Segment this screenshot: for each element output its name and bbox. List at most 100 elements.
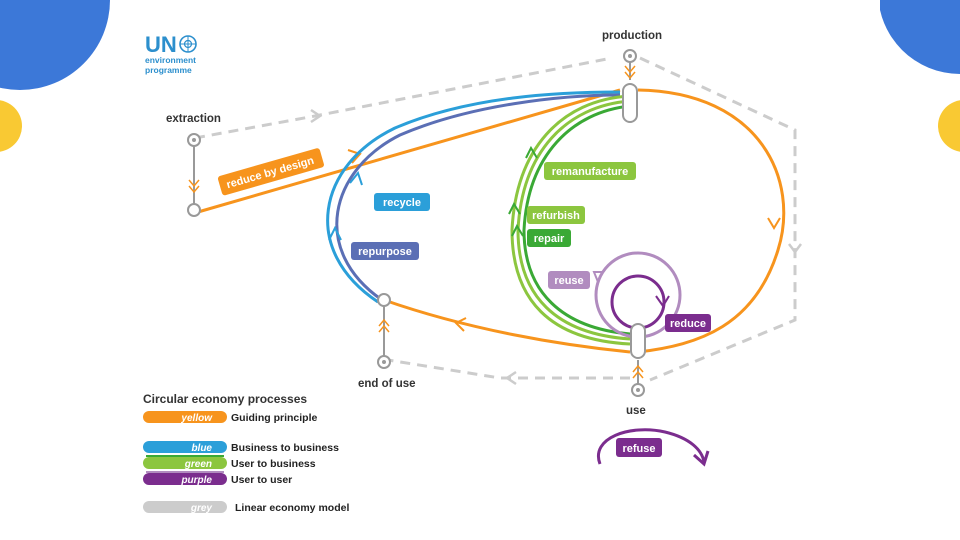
legend-desc: Guiding principle bbox=[231, 412, 317, 424]
legend-desc: User to business bbox=[231, 458, 316, 470]
badge-reuse-text: reuse bbox=[554, 275, 583, 287]
legend-item-purple: purple User to user bbox=[143, 471, 292, 486]
production-connector bbox=[622, 83, 638, 123]
refuse-arrow-icon bbox=[692, 450, 710, 467]
legend-pill bbox=[143, 501, 227, 513]
label-use: use bbox=[626, 405, 646, 417]
orange-chevron-up-icon bbox=[632, 364, 644, 379]
badge-recycle: recycle bbox=[374, 193, 430, 211]
orange-arrow-icon bbox=[767, 217, 781, 230]
green-arrow-icon bbox=[511, 223, 524, 237]
grey-chevron-icon bbox=[504, 370, 517, 386]
legend-item-green: green User to business bbox=[143, 455, 316, 470]
use-connector bbox=[630, 323, 646, 359]
legend-item-yellow: yellow Guiding principle bbox=[143, 411, 317, 424]
remanufacture-arc bbox=[510, 94, 631, 346]
yellow-half-circle-right bbox=[938, 100, 960, 152]
refuse-arrow bbox=[596, 428, 706, 465]
badge-refuse: refuse bbox=[616, 438, 662, 457]
orange-arrow-icons bbox=[347, 149, 781, 332]
badge-reuse: reuse bbox=[548, 271, 590, 289]
badge-bg bbox=[665, 314, 711, 332]
corner-blue-circle-right bbox=[880, 0, 960, 74]
badge-refuse-text: refuse bbox=[622, 443, 655, 455]
badge-reduce: reduce bbox=[665, 314, 711, 332]
linear-path-extraction-to-production bbox=[194, 56, 613, 140]
badge-repair: repair bbox=[527, 229, 571, 247]
legend-item-blue: blue Business to business bbox=[143, 441, 339, 454]
legend-pill-text: blue bbox=[191, 443, 212, 454]
legend-pill-text: yellow bbox=[180, 413, 213, 424]
blue-arrow-icon bbox=[328, 225, 342, 241]
node-use: use bbox=[626, 323, 646, 417]
grey-chevron-icon bbox=[788, 243, 802, 255]
un-environment-logo: UN environment programme bbox=[145, 32, 197, 75]
legend-pill bbox=[143, 441, 227, 453]
badge-bg bbox=[351, 242, 419, 260]
reduce-loop bbox=[610, 274, 666, 330]
legend-pill-text: grey bbox=[190, 503, 213, 514]
linear-economy-path bbox=[194, 56, 797, 382]
linear-path-production-to-use bbox=[639, 56, 797, 382]
reuse-arrow-icon bbox=[592, 271, 604, 283]
orange-arrow-icon bbox=[347, 149, 362, 164]
orange-arrow-icon bbox=[454, 317, 467, 332]
logo-mark: UN bbox=[145, 32, 177, 57]
badge-bg bbox=[217, 148, 324, 196]
logo-line-programme: programme bbox=[145, 65, 192, 75]
badge-refurbish-text: refurbish bbox=[532, 210, 580, 222]
recycle-arc bbox=[326, 90, 621, 304]
orange-use-to-end-of-use-curve bbox=[383, 298, 631, 354]
legend: Circular economy processes yellow Guidin… bbox=[143, 392, 349, 514]
badge-bg bbox=[548, 271, 590, 289]
legend-pill-text: purple bbox=[180, 475, 212, 486]
corner-decoration-top-right bbox=[880, 0, 960, 74]
node-cap bbox=[377, 293, 391, 307]
legend-pill bbox=[143, 473, 227, 485]
linear-path-use-to-end-of-use bbox=[387, 358, 630, 380]
legend-pill-text: green bbox=[184, 459, 212, 470]
badge-recycle-text: recycle bbox=[383, 197, 421, 209]
badge-bg bbox=[616, 438, 662, 457]
un-emblem-icon bbox=[179, 35, 197, 53]
refurbish-arc bbox=[516, 99, 631, 341]
yellow-half-circle-left bbox=[0, 100, 22, 152]
corner-blue-circle-left bbox=[0, 0, 110, 90]
badge-remanufacture-text: remanufacture bbox=[552, 166, 628, 178]
green-arrow-icon bbox=[508, 201, 521, 215]
grey-chevron-icons bbox=[310, 108, 802, 386]
badge-remanufacture: remanufacture bbox=[544, 162, 636, 180]
badge-bg bbox=[374, 193, 430, 211]
badge-reduce-by-design: reduce by design bbox=[217, 148, 324, 196]
blue-arrow-icon bbox=[349, 170, 363, 186]
reduce-arrow-icon bbox=[655, 295, 670, 308]
grey-chevron-icon bbox=[310, 108, 323, 124]
repurpose-arc bbox=[335, 93, 621, 302]
orange-chevron-down-icon bbox=[624, 65, 636, 80]
legend-title: Circular economy processes bbox=[143, 392, 307, 406]
badge-bg bbox=[527, 229, 571, 247]
logo-line-environment: environment bbox=[145, 55, 196, 65]
corner-decoration-top-left bbox=[0, 0, 110, 90]
legend-desc: Business to business bbox=[231, 442, 339, 454]
green-arrow-icon bbox=[525, 145, 538, 159]
node-end-of-use: end of use bbox=[358, 293, 416, 390]
green-arrow-icons bbox=[508, 145, 538, 237]
corner-decoration-left-yellow bbox=[0, 100, 22, 152]
legend-desc: Linear economy model bbox=[235, 502, 349, 514]
badge-reduce-text: reduce bbox=[670, 318, 706, 330]
badge-repurpose-text: repurpose bbox=[358, 246, 412, 258]
badge-repair-text: repair bbox=[534, 233, 565, 245]
blue-arrow-icons bbox=[328, 170, 363, 241]
node-extraction: extraction bbox=[166, 113, 221, 217]
legend-item-grey: grey Linear economy model bbox=[143, 501, 349, 514]
badge-bg bbox=[544, 162, 636, 180]
corner-decoration-right-yellow bbox=[938, 100, 960, 152]
orange-extraction-to-production-line bbox=[197, 88, 621, 214]
badge-bg bbox=[527, 206, 585, 224]
legend-pill bbox=[143, 411, 227, 423]
badge-repurpose: repurpose bbox=[351, 242, 419, 260]
node-cap bbox=[187, 203, 201, 217]
label-production: production bbox=[602, 30, 662, 42]
